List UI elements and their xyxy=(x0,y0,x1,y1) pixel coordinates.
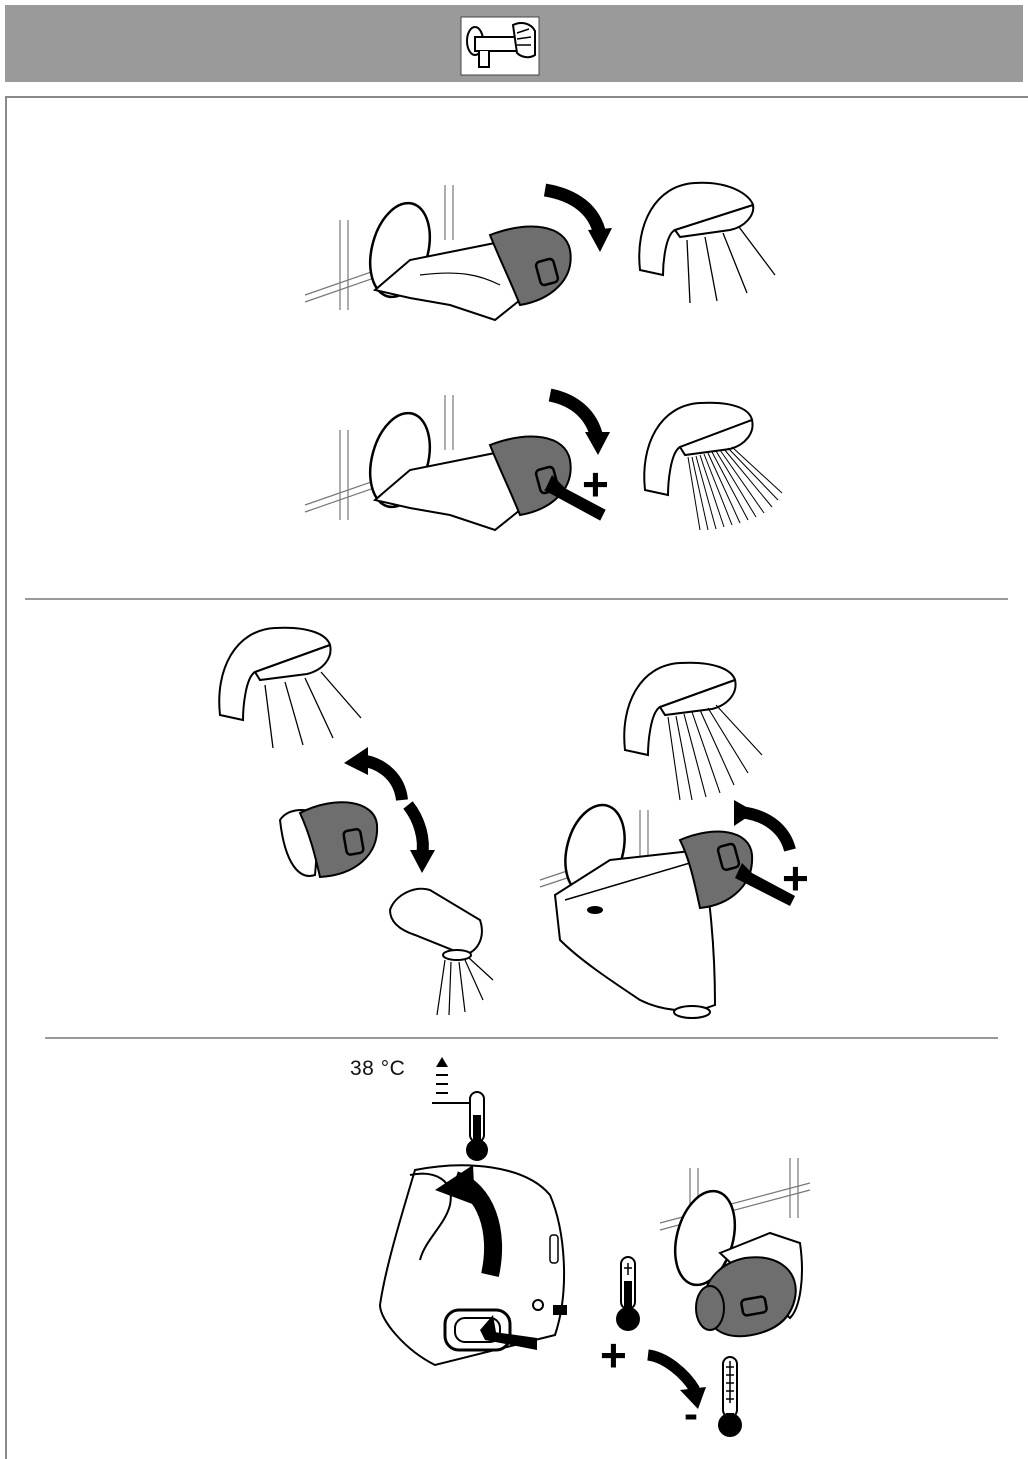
header-bar xyxy=(5,5,1023,82)
plus-sign-1: + xyxy=(582,461,609,507)
shower-head-spray-b xyxy=(640,395,790,535)
tap-hand-icon xyxy=(459,15,541,77)
minus-sign: - xyxy=(684,1393,698,1435)
temperature-label: 38 °C xyxy=(350,1057,405,1081)
mixer-figure-d xyxy=(540,800,820,1025)
section-divider-1 xyxy=(25,598,1008,600)
shower-head-spray-d xyxy=(620,655,770,805)
spout-detail-c xyxy=(385,880,495,1020)
frame-left-border xyxy=(5,96,7,1459)
thermostat-detail xyxy=(375,1160,585,1375)
shower-head-spray-a xyxy=(635,175,785,310)
thermometer-icon-hot xyxy=(612,1255,644,1335)
section-divider-2 xyxy=(45,1037,998,1039)
mixer-figure-thermostat xyxy=(660,1158,830,1358)
plus-sign-2: + xyxy=(782,855,809,901)
mixer-figure-a xyxy=(300,180,620,330)
shower-head-spray-c xyxy=(215,620,365,750)
handle-detail-c xyxy=(275,795,385,890)
temperature-scale-icon xyxy=(430,1055,500,1165)
mixer-figure-b xyxy=(300,380,620,540)
thermometer-icon-cold xyxy=(714,1355,746,1440)
frame-top-border xyxy=(5,96,1028,98)
rotation-arrow-temperature xyxy=(640,1345,710,1410)
plus-sign-3: + xyxy=(600,1332,627,1378)
